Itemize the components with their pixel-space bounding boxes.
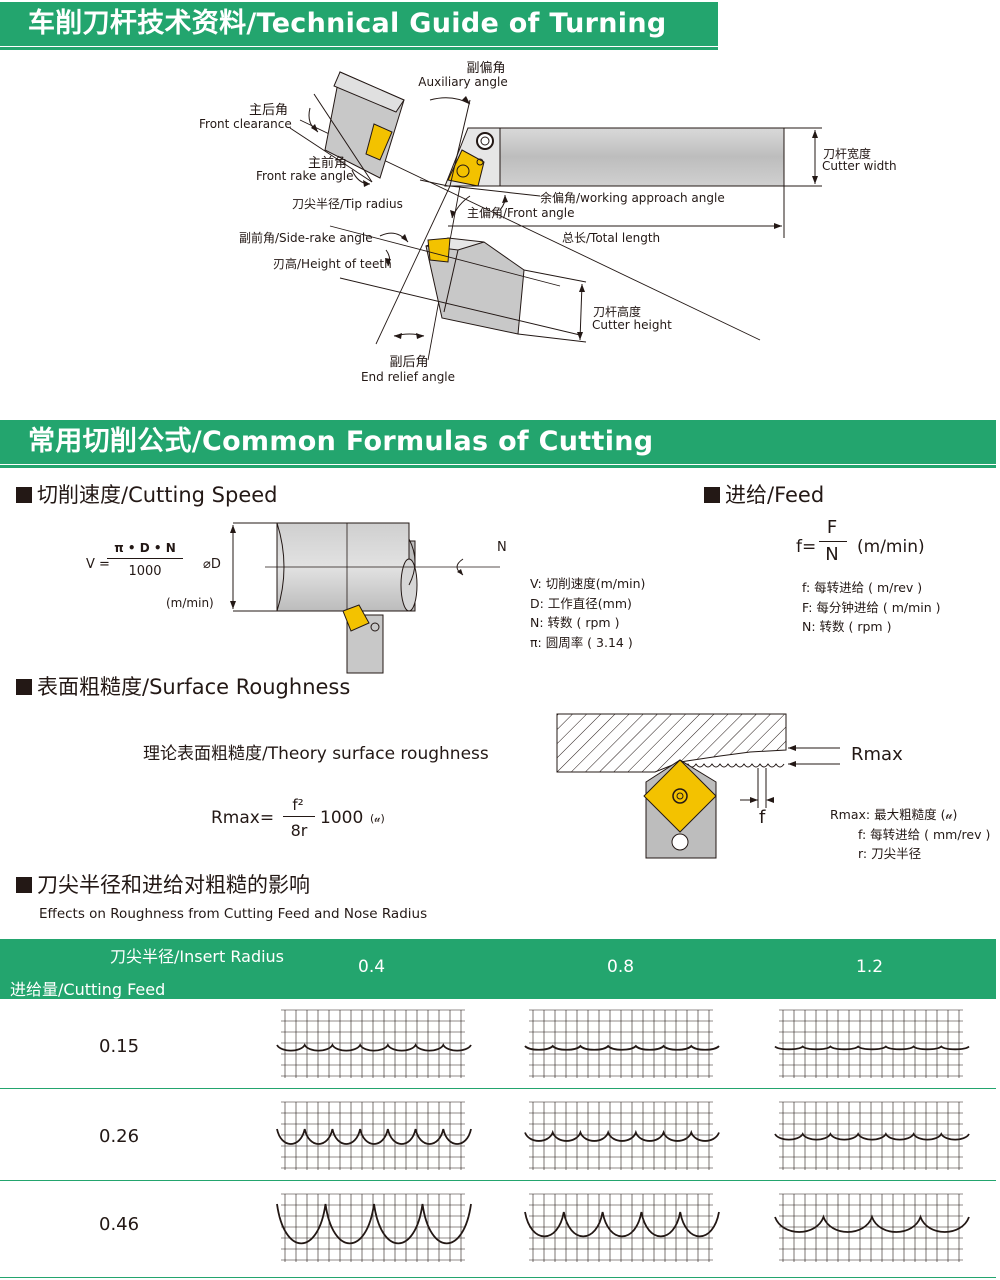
cutting-speed-heading: 切削速度/Cutting Speed <box>16 482 278 508</box>
f-diagram-label: f <box>759 807 766 828</box>
workpiece-diagram <box>230 522 500 674</box>
formulas-banner: 常用切削公式/Common Formulas of Cutting <box>0 420 996 468</box>
aux-angle-cn-label: 副偏角 <box>466 61 506 76</box>
feed-fraction-bar <box>819 541 847 542</box>
roughness-legend: Rmax: 最大粗糙度 (𝓊) f: 每转进给 ( mm/rev ) r: 刀尖… <box>830 805 996 864</box>
diameter-label: ⌀D <box>203 557 221 572</box>
roughness-profile-curve <box>774 1132 970 1141</box>
rmax-unit: (𝓊) <box>370 812 385 825</box>
side-rake-label: 副前角/Side-rake angle <box>239 231 373 245</box>
front-rake-en-label: Front rake angle <box>256 169 354 183</box>
cutter-height-cn-label: 刀杆高度 <box>593 305 642 319</box>
effects-subheading: Effects on Roughness from Cutting Feed a… <box>39 906 428 922</box>
end-relief-en-label: End relief angle <box>360 370 456 384</box>
square-bullet-icon <box>16 877 32 893</box>
cutting-feed-header: 进给量/Cutting Feed <box>10 980 166 999</box>
feed-lhs: f= <box>796 537 817 557</box>
rmax-denominator: 8r <box>290 821 308 840</box>
speed-denominator: 1000 <box>128 564 162 579</box>
speed-unit: (m/min) <box>166 596 214 610</box>
turning-guide-banner: 车削刀杆技术资料/Technical Guide of Turning tool… <box>0 2 718 83</box>
rmax-lhs: Rmax= <box>211 808 275 828</box>
square-bullet-icon <box>704 487 720 503</box>
feed-row-2: 0.26 <box>99 1126 140 1147</box>
cutter-width-en-label: Cutter width <box>822 159 897 173</box>
turning-guide-title: 车削刀杆技术资料/Technical Guide of Turning tool… <box>28 8 667 83</box>
tool-angle-diagram <box>289 71 822 361</box>
square-bullet-icon <box>16 679 32 695</box>
front-clearance-en-label: Front clearance <box>199 117 292 131</box>
speed-v-label: V = <box>86 557 110 572</box>
roughness-profile-curve <box>276 1043 472 1052</box>
radius-col-3: 1.2 <box>856 957 884 977</box>
tip-radius-label: 刀尖半径/Tip radius <box>292 197 403 211</box>
feed-unit: (m/min) <box>857 537 925 557</box>
legend-rmax: Rmax: 最大粗糙度 (𝓊) <box>830 807 958 822</box>
height-of-teeth-label: 刃高/Height of teeth <box>273 257 392 271</box>
rotation-n-label: N <box>497 540 507 555</box>
legend-feed-n: N: 转数 ( rpm ) <box>802 619 892 634</box>
roughness-profile-curve <box>524 1211 720 1238</box>
working-approach-label: 余偏角/working approach angle <box>540 191 725 205</box>
effects-heading: 刀尖半径和进给对粗糙的影响 <box>16 872 310 898</box>
feed-legend: f: 每转进给 ( m/rev ) F: 每分钟进给 ( m/min ) N: … <box>802 578 941 637</box>
feed-numerator: F <box>826 517 838 538</box>
cutter-width-cn-label: 刀杆宽度 <box>823 147 872 161</box>
speed-legend: V: 切削速度(m/min) D: 工作直径(mm) N: 转数 ( rpm )… <box>530 574 645 652</box>
radius-col-2: 0.8 <box>607 957 635 977</box>
legend-pi: π: 圆周率 ( 3.14 ) <box>530 634 633 650</box>
insert-radius-header: 刀尖半径/Insert Radius <box>110 947 285 966</box>
roughness-profile-curve <box>774 1045 970 1051</box>
rmax-numerator: f² <box>292 796 304 814</box>
effects-table-header: 刀尖半径/Insert Radius 进给量/Cutting Feed 0.4 … <box>0 939 996 999</box>
row-divider <box>0 1277 996 1278</box>
end-relief-cn-label: 副后角 <box>389 355 429 370</box>
roughness-profile-curve <box>524 1044 720 1051</box>
legend-d: D: 工作直径(mm) <box>530 595 632 611</box>
feed-row-3: 0.46 <box>99 1214 140 1235</box>
feed-heading: 进给/Feed <box>704 482 824 508</box>
legend-F: F: 每分钟进给 ( m/min ) <box>802 599 941 615</box>
roughness-profile-curve <box>276 1128 472 1145</box>
front-rake-cn-label: 主前角 <box>308 156 348 171</box>
radius-col-1: 0.4 <box>358 957 386 977</box>
roughness-profile-curve <box>524 1129 720 1142</box>
legend-f: f: 每转进给 ( m/rev ) <box>802 580 923 595</box>
front-clearance-cn-label: 主后角 <box>249 103 289 118</box>
feed-denominator: N <box>825 544 839 565</box>
rmax-fraction-bar <box>283 816 315 817</box>
row-divider <box>0 1088 996 1089</box>
row-divider <box>0 1180 996 1181</box>
rmax-factor: 1000 <box>320 808 364 828</box>
legend-n: N: 转数 ( rpm ) <box>530 615 620 630</box>
formulas-title: 常用切削公式/Common Formulas of Cutting <box>28 426 654 457</box>
speed-fraction-bar <box>107 558 183 559</box>
roughness-profile-curve <box>276 1203 472 1245</box>
square-bullet-icon <box>16 487 32 503</box>
roughness-diagram <box>556 713 840 859</box>
legend-rough-r: r: 刀尖半径 <box>858 846 922 861</box>
roughness-profile-curve <box>774 1214 970 1233</box>
rmax-diagram-label: Rmax <box>851 744 903 765</box>
aux-angle-en-label: Auxiliary angle <box>418 75 508 89</box>
legend-rough-f: f: 每转进给 ( mm/rev ) <box>858 826 991 842</box>
legend-v: V: 切削速度(m/min) <box>530 576 646 591</box>
speed-numerator: π • D • N <box>114 541 176 555</box>
feed-row-1: 0.15 <box>99 1036 140 1057</box>
theory-roughness-label: 理论表面粗糙度/Theory surface roughness <box>143 744 489 764</box>
front-angle-label: 主偏角/Front angle <box>467 206 575 220</box>
total-length-label: 总长/Total length <box>562 231 661 245</box>
roughness-profiles <box>276 1009 970 1262</box>
cutter-height-en-label: Cutter height <box>592 318 672 332</box>
roughness-heading: 表面粗糙度/Surface Roughness <box>16 674 350 700</box>
